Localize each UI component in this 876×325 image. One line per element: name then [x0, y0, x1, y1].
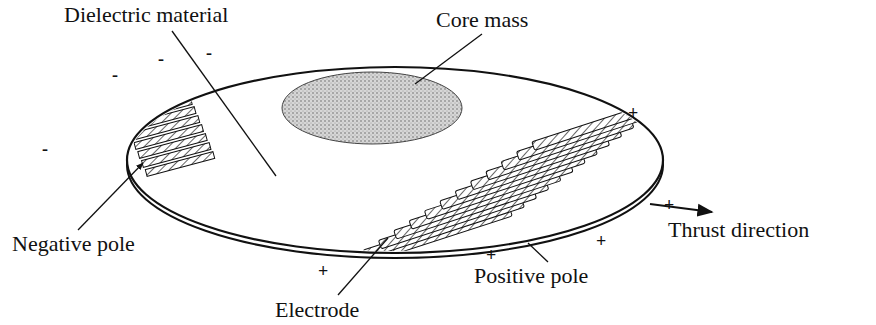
- leader-line: [415, 34, 482, 84]
- core-mass: [282, 72, 462, 144]
- electrode-strip: [119, 89, 188, 114]
- leader-line: [172, 31, 276, 176]
- electrode-strip: [532, 102, 658, 151]
- polarity-sign: -: [112, 66, 118, 84]
- disc-top: [127, 67, 663, 253]
- leader-line: [338, 238, 388, 295]
- electrode-strip: [115, 80, 184, 105]
- part-label: Electrode: [275, 298, 359, 322]
- polarity-sign: +: [596, 232, 606, 250]
- electrode-strip: [145, 152, 214, 177]
- leader-line: [78, 163, 143, 230]
- polarity-sign: -: [42, 140, 48, 158]
- part-label: Negative pole: [12, 232, 135, 256]
- part-label: Thrust direction: [668, 218, 809, 242]
- polarity-sign: -: [206, 44, 212, 62]
- leader-line: [528, 243, 548, 262]
- part-label: Dielectric material: [64, 3, 228, 27]
- polarity-sign: +: [486, 246, 496, 264]
- polarity-sign: +: [318, 262, 328, 280]
- polarity-sign: +: [664, 196, 674, 214]
- polarity-sign: +: [628, 104, 638, 122]
- thrust-arrow: [650, 204, 712, 212]
- polarity-sign: -: [158, 50, 164, 68]
- part-label: Core mass: [436, 8, 528, 32]
- part-label: Positive pole: [474, 264, 588, 288]
